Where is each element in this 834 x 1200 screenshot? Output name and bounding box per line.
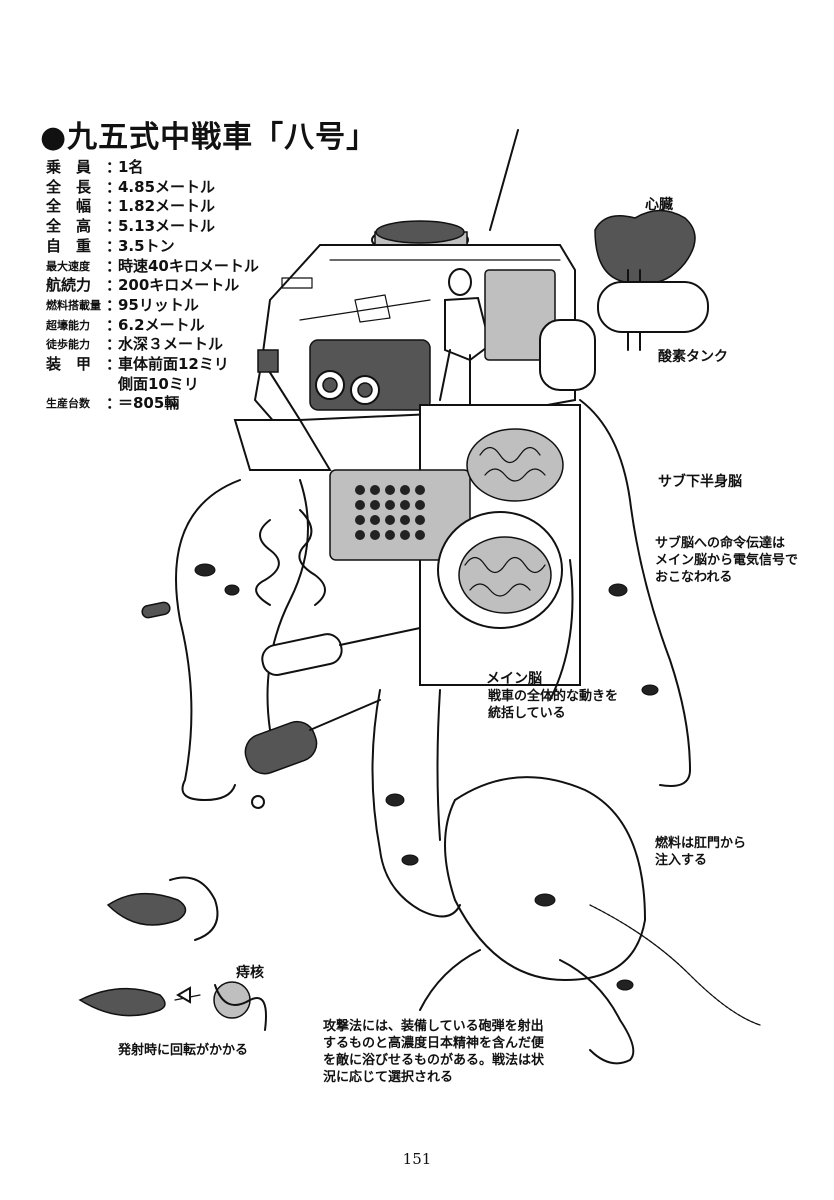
spec-row: 航続力 ：200キロメートル — [46, 276, 259, 296]
spec-label: 生産台数 — [46, 397, 90, 411]
spec-separator: ： — [106, 236, 122, 255]
page-number: 151 — [402, 1150, 432, 1168]
skin-blotches-drawing — [194, 563, 659, 991]
spec-row-production: 生産台数 ：＝805輛 — [46, 394, 259, 414]
note-line: するものと高濃度日本精神を含んだ便 — [323, 1036, 545, 1051]
attack-note: 攻撃法には、装備している砲弾を射出 するものと高濃度日本精神を含んだ便 を敵に浴… — [323, 1018, 544, 1086]
oxygen-tank-label: 酸素タンク — [658, 349, 728, 365]
spec-separator: ： — [106, 335, 122, 354]
note-line: 燃料は肛門から — [655, 836, 747, 851]
spec-value: 側面10ミリ — [118, 374, 199, 393]
spec-row: 燃料搭載量 ：95リットル — [46, 296, 259, 316]
main-brain-drawing — [437, 511, 563, 629]
leg-drawing — [175, 399, 691, 918]
spec-value: 200キロメートル — [118, 276, 240, 295]
note-line: 戦車の全体的な動きを — [488, 689, 619, 704]
spec-separator: ： — [106, 355, 122, 374]
spec-separator: ： — [106, 394, 122, 413]
spec-value: 6.2メートル — [118, 315, 205, 334]
spec-value: 5.13メートル — [118, 217, 216, 236]
firing-note: 発射時に回転がかかる — [118, 1043, 249, 1058]
spec-separator: ： — [106, 217, 122, 236]
note-line: サブ脳への命令伝達は — [655, 536, 786, 551]
antenna-drawing — [489, 129, 519, 231]
spec-label: 全 高 — [46, 217, 92, 236]
spec-value: 4.85メートル — [118, 177, 216, 196]
note-line: メイン脳から電気信号で — [655, 553, 799, 568]
spec-label: 最大速度 — [46, 259, 90, 273]
spec-separator: ： — [106, 256, 122, 275]
note-line: おこなわれる — [655, 570, 733, 585]
spec-separator: ： — [106, 276, 122, 295]
intestine-drawing — [255, 509, 326, 606]
note-line: 攻撃法には、装備している砲弾を射出 — [323, 1019, 544, 1034]
spec-separator: ： — [106, 197, 122, 216]
pilot-drawing — [439, 268, 556, 406]
spec-row: 装 甲 ：車体前面12ミリ — [46, 355, 259, 375]
spec-label: 超壕能力 — [46, 318, 90, 332]
sub-brain-label: サブ下半身脳 — [658, 474, 742, 490]
spec-row: 徒歩能力 ：水深３メートル — [46, 335, 259, 355]
oxygen-tank-drawing — [539, 281, 709, 391]
heart-label: 心臓 — [645, 197, 673, 213]
spec-label: 乗 員 — [46, 158, 92, 176]
spec-separator: ： — [106, 158, 122, 176]
spec-value: 時速40キロメートル — [118, 256, 259, 275]
spec-list: 乗 員：1名 全 長：4.85メートル 全 幅：1.82メートル 全 高：5.1… — [46, 158, 259, 414]
main-brain-label: メイン脳 — [486, 671, 542, 687]
spec-row: 全 高 ：5.13メートル — [46, 217, 259, 237]
spec-label: 徒歩能力 — [46, 338, 90, 352]
spec-row: 最大速度 ：時速40キロメートル — [46, 257, 259, 277]
spec-value: 1名 — [118, 158, 144, 176]
shell-drawing — [141, 601, 421, 809]
spec-row: 全 長 ：4.85メートル — [46, 178, 259, 198]
spec-separator: ： — [106, 177, 122, 196]
spec-row: 超壕能力 ：6.2メートル — [46, 316, 259, 336]
spec-label: 全 幅 — [46, 197, 92, 216]
note-line: 況に応じて選択される — [323, 1070, 454, 1085]
spec-value: 車体前面12ミリ — [118, 355, 229, 374]
note-line: を敵に浴びせるものがある。戦法は状 — [323, 1053, 545, 1068]
sub-brain-note: サブ脳への命令伝達は メイン脳から電気信号で おこなわれる — [655, 535, 798, 586]
spec-label: 燃料搭載量 — [46, 298, 101, 312]
note-line: 統括している — [488, 706, 566, 721]
spec-row-armor-side: 側面10ミリ — [46, 375, 259, 395]
spec-value: ＝805輛 — [118, 394, 180, 413]
spec-label: 全 長 — [46, 177, 92, 196]
page-title: ●九五式中戦車「八号」 — [40, 120, 378, 155]
spec-row: 全 幅 ：1.82メートル — [46, 197, 259, 217]
note-line: 注入する — [655, 853, 708, 868]
spec-separator: ： — [106, 315, 122, 334]
spec-label: 航続力 — [46, 276, 92, 295]
spec-separator: ： — [106, 295, 122, 314]
spec-row: 乗 員 ：1名 — [46, 158, 259, 178]
spec-row: 自 重 ：3.5トン — [46, 237, 259, 257]
spec-label: 自 重 — [46, 236, 92, 255]
feces-drawing — [78, 876, 267, 1031]
fuel-note: 燃料は肛門から 注入する — [655, 835, 746, 869]
hemorrhoid-label: 痔核 — [236, 965, 264, 981]
spec-value: 3.5トン — [118, 236, 175, 255]
lower-body-drawing — [419, 776, 761, 1065]
sub-brain-drawing — [466, 428, 564, 502]
spec-label: 装 甲 — [46, 355, 92, 374]
main-brain-note: 戦車の全体的な動きを 統括している — [488, 688, 618, 722]
spec-value: 1.82メートル — [118, 197, 216, 216]
spec-value: 95リットル — [118, 295, 199, 314]
spec-value: 水深３メートル — [118, 335, 224, 354]
